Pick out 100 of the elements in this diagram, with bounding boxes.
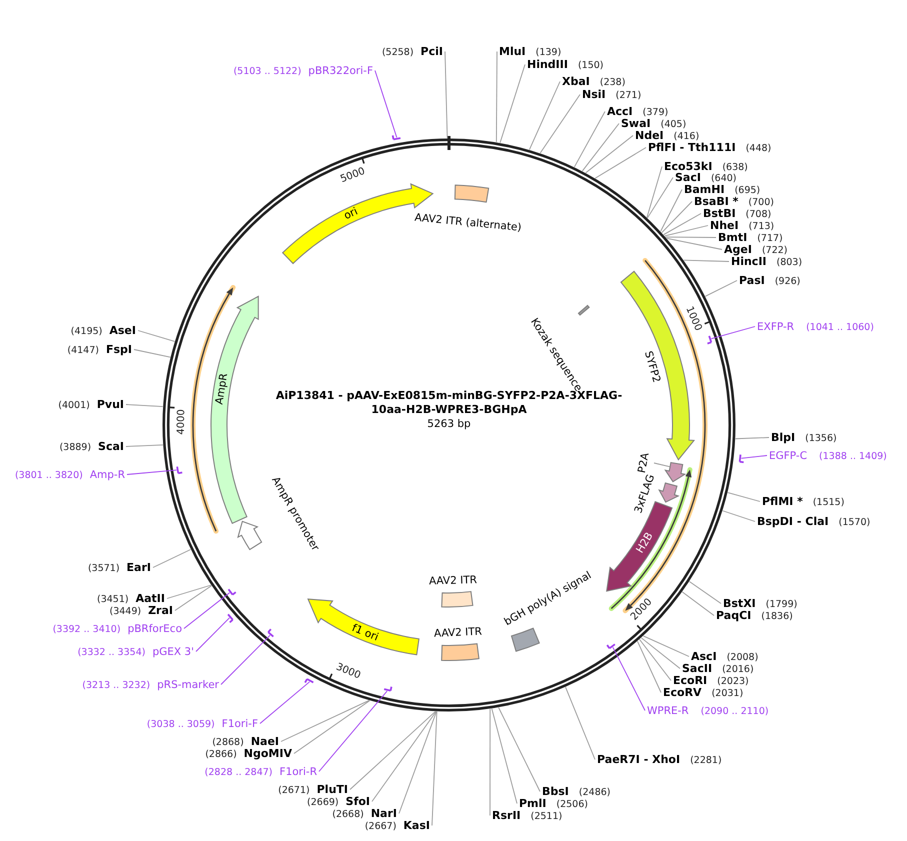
cut-position: (717) — [757, 233, 783, 244]
enzyme-name: BmtI — [718, 231, 748, 244]
primer-name: F1ori-R — [280, 766, 317, 778]
leader-line — [432, 711, 438, 826]
enzyme-name: PluTI — [316, 783, 348, 796]
enzyme-name: BbsI — [542, 785, 569, 798]
enzyme-name: MluI — [499, 45, 526, 58]
cut-position: (2486) — [578, 787, 610, 798]
cut-position: (2668) — [332, 809, 364, 820]
primer-mark — [392, 134, 402, 140]
enzyme-name: KasI — [403, 819, 430, 832]
enzyme-name: NarI — [370, 807, 397, 820]
enzyme-name: AseI — [109, 324, 136, 337]
cut-position: (2669) — [307, 797, 339, 808]
primer-name: pBR322ori-F — [308, 65, 373, 77]
enzyme-name: PflMI * — [762, 495, 803, 508]
leader-line — [683, 260, 730, 262]
leader-line — [444, 51, 448, 139]
cut-position: (2667) — [364, 821, 396, 832]
cut-position: (2031) — [712, 688, 744, 699]
cut-position: (448) — [746, 143, 772, 154]
feature-label: AAV2 ITR — [434, 626, 482, 640]
primer-mark — [267, 628, 274, 638]
leader-line — [688, 581, 722, 604]
leader-line — [574, 111, 606, 168]
cut-position: (3571) — [88, 563, 120, 574]
enzyme-name: XbaI — [562, 75, 590, 88]
leader-line — [372, 711, 437, 802]
leader-line — [594, 147, 646, 179]
cut-position: (139) — [536, 47, 562, 58]
leader-line — [294, 700, 370, 754]
leader-line — [665, 236, 716, 238]
primer-binding-range: (3332 .. 3354) — [78, 647, 146, 658]
enzyme-name: EarI — [126, 561, 151, 574]
primer-mark — [606, 643, 616, 650]
enzyme-name: ZraI — [148, 604, 173, 617]
primer-name: EXFP-R — [757, 321, 794, 333]
leader-line — [639, 638, 672, 681]
primer-mark — [706, 335, 712, 344]
leader-line — [134, 349, 171, 358]
leader-line — [540, 94, 580, 154]
leader-line — [528, 81, 560, 150]
enzyme-name: NheI — [710, 219, 739, 232]
enzyme-name: PflFI - Tth111I — [648, 141, 736, 154]
primer-binding-range: (3038 .. 3059) — [146, 719, 215, 730]
leader-line — [126, 444, 164, 447]
leader-line — [636, 640, 662, 693]
leader-line — [663, 213, 702, 236]
primer-binding-range: (2090 .. 2110) — [700, 706, 769, 717]
leader-line — [727, 492, 760, 502]
cut-position: (405) — [660, 119, 686, 130]
cut-position: (416) — [674, 131, 700, 142]
enzyme-name: PasI — [739, 274, 765, 287]
leader-line — [710, 326, 756, 340]
cut-position: (700) — [748, 197, 774, 208]
primer-name: pBRforEco — [128, 623, 182, 635]
leader-line — [491, 708, 518, 804]
enzyme-name: PaeR7I - XhoI — [597, 753, 680, 766]
primer-binding-range: (2828 .. 2847) — [204, 767, 273, 778]
primer-binding-range: (1388 .. 1409) — [819, 451, 887, 462]
cut-position: (1799) — [766, 599, 798, 610]
cut-position: (150) — [578, 60, 604, 71]
cut-position: (2506) — [556, 799, 588, 810]
leader-line — [740, 455, 768, 459]
leader-line — [664, 225, 708, 236]
leader-line — [646, 177, 674, 218]
feature-label: SYFP2 — [642, 350, 662, 384]
enzyme-name: AscI — [691, 650, 717, 663]
primer-binding-range: (3801 .. 3820) — [14, 470, 83, 481]
leader-line — [565, 686, 596, 760]
enzyme-name: HincII — [731, 255, 767, 268]
enzyme-name: SacI — [675, 171, 701, 184]
enzyme-name: EcoRV — [663, 686, 702, 699]
leader-line — [642, 636, 690, 657]
cut-position: (2281) — [690, 755, 722, 766]
leader-line — [166, 584, 212, 599]
enzyme-name: PciI — [420, 45, 443, 58]
cut-position: (3889) — [59, 442, 92, 453]
leader-line — [704, 280, 738, 297]
feature-label: ori — [342, 206, 359, 222]
enzyme-name: PaqCI — [716, 609, 752, 622]
enzyme-name: BlpI — [771, 431, 796, 444]
cut-position: (722) — [762, 245, 788, 256]
leader-line — [350, 711, 436, 790]
leader-line — [490, 708, 491, 816]
enzyme-name: EcoRI — [673, 674, 708, 687]
cut-position: (4147) — [67, 345, 99, 356]
enzyme-name: AgeI — [724, 243, 752, 256]
primer-name: F1ori-F — [222, 718, 258, 730]
primer-name: pGEX 3' — [152, 646, 194, 658]
leader-line — [661, 201, 692, 234]
enzyme-name: AccI — [607, 105, 633, 118]
cut-position: (1836) — [761, 611, 793, 622]
cut-position: (379) — [642, 107, 668, 118]
enzyme-name: NgoMIV — [244, 747, 292, 760]
enzyme-name: RsrII — [492, 809, 521, 822]
cut-position: (2008) — [726, 652, 758, 663]
cut-position: (2023) — [717, 676, 749, 687]
enzyme-name: NaeI — [250, 735, 279, 748]
enzyme-name: SfoI — [346, 795, 370, 808]
